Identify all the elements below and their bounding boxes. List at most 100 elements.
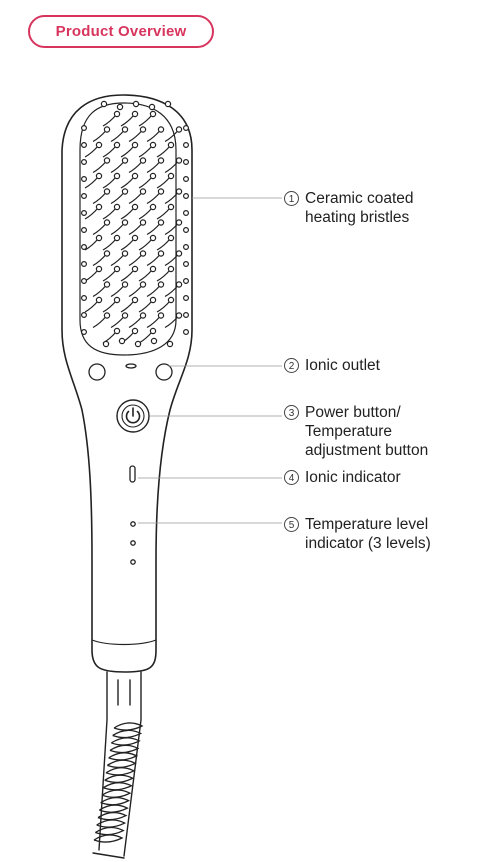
cord-coil-ring — [109, 744, 140, 754]
bristle-tip — [157, 126, 165, 133]
bristle-stem — [110, 130, 125, 143]
bristle-stem — [156, 300, 171, 313]
bristle-tip — [139, 188, 147, 195]
bristle-tip — [113, 265, 121, 273]
bristle-tip — [121, 219, 129, 226]
bristle-stem — [102, 300, 117, 313]
bristle-stem — [156, 207, 171, 220]
callout-ionic-indicator: 4 Ionic indicator — [284, 468, 401, 487]
bristle-tip — [167, 265, 175, 273]
bristle-tip — [80, 210, 87, 217]
bristle-tip — [131, 265, 139, 273]
bristle-tip — [113, 203, 121, 211]
bristle-tip — [183, 193, 190, 200]
bristle-stem — [110, 161, 125, 174]
bristle-tip — [166, 340, 174, 348]
bristle-stem — [156, 238, 171, 251]
bristle-stem — [128, 254, 143, 267]
bristle-stem — [120, 145, 135, 158]
bristle-tip — [103, 188, 111, 195]
bristle-stem — [128, 130, 143, 143]
bristle-stem — [102, 269, 117, 282]
bristle-stem — [146, 130, 161, 143]
cord-coil-ring — [100, 797, 131, 806]
callout-text: Ionic outlet — [305, 357, 380, 374]
bristle-tip — [95, 296, 103, 304]
bristle-tip — [149, 172, 157, 180]
bristle-tip — [183, 295, 190, 302]
callout-number: 5 — [284, 517, 299, 532]
bristle-stem — [164, 130, 179, 143]
bristle-tip — [103, 157, 111, 164]
bristle-stem — [128, 223, 143, 236]
cord-coil-ring — [113, 722, 144, 731]
bristle-tip — [139, 312, 147, 319]
brush-body — [61, 94, 193, 673]
bristle-tip — [149, 234, 157, 242]
bristle-stem — [92, 192, 107, 205]
bristle-tip — [183, 210, 190, 217]
bristle-tip — [157, 188, 165, 195]
bristle-tip — [121, 312, 129, 319]
bristle-tip — [175, 188, 183, 195]
bristle-pad-outline — [79, 102, 177, 356]
bristle-tip — [80, 312, 87, 319]
bristle-tip — [131, 327, 139, 335]
callout-number: 1 — [284, 191, 299, 206]
bristle-tip — [134, 340, 142, 348]
bristle-stem — [92, 285, 107, 298]
bristle-tip — [80, 278, 87, 285]
bristle-stem — [92, 130, 107, 143]
bristle-stem — [84, 269, 99, 282]
bristle-tip — [167, 141, 175, 149]
bristle-stem — [138, 331, 153, 344]
callout-number: 3 — [284, 405, 299, 420]
cord-coil-ring — [104, 774, 135, 783]
bristle-stem — [146, 161, 161, 174]
bristle-tip — [95, 172, 103, 180]
bristle-tip — [113, 296, 121, 304]
bristle-tip — [100, 100, 108, 108]
bristle-tip — [175, 281, 183, 288]
bristle-tip — [95, 265, 103, 273]
bristle-stem — [156, 145, 171, 158]
bristle-tip — [113, 110, 121, 118]
bristle-tip — [102, 340, 110, 348]
bristle-tip — [139, 126, 147, 133]
cord-coil-ring — [106, 759, 137, 769]
cord-coil-ring — [97, 811, 128, 821]
bristle-stem — [92, 161, 107, 174]
bristle-stem — [128, 285, 143, 298]
bristle-stem — [120, 269, 135, 282]
bristle-tip — [164, 100, 172, 108]
bristle-tip — [150, 337, 158, 345]
power-button[interactable] — [116, 399, 150, 433]
bristle-stem — [120, 114, 135, 127]
bristle-tip — [183, 176, 190, 183]
bristle-stem — [138, 207, 153, 220]
cord-strain-relief — [93, 722, 144, 843]
bristle-stem — [138, 300, 153, 313]
bristle-stem — [110, 223, 125, 236]
bristle-stem — [84, 145, 99, 158]
bristle-stem — [102, 238, 117, 251]
power-icon — [125, 407, 141, 424]
bristle-tip — [131, 110, 139, 118]
temperature-level-indicators — [130, 521, 136, 565]
bristles — [80, 100, 190, 348]
bristle-stem — [92, 254, 107, 267]
bristle-tip — [95, 203, 103, 211]
bristle-tip — [167, 296, 175, 304]
bristle-tip — [149, 265, 157, 273]
temperature-level-dot — [130, 559, 136, 565]
bristle-tip — [113, 327, 121, 335]
bristle-tip — [131, 141, 139, 149]
bristle-tip — [113, 141, 121, 149]
ionic-outlet-left — [88, 363, 106, 381]
bristle-tip — [167, 172, 175, 180]
callout-number: 4 — [284, 470, 299, 485]
bristle-stem — [84, 300, 99, 313]
cord-coil-ring — [96, 819, 127, 828]
